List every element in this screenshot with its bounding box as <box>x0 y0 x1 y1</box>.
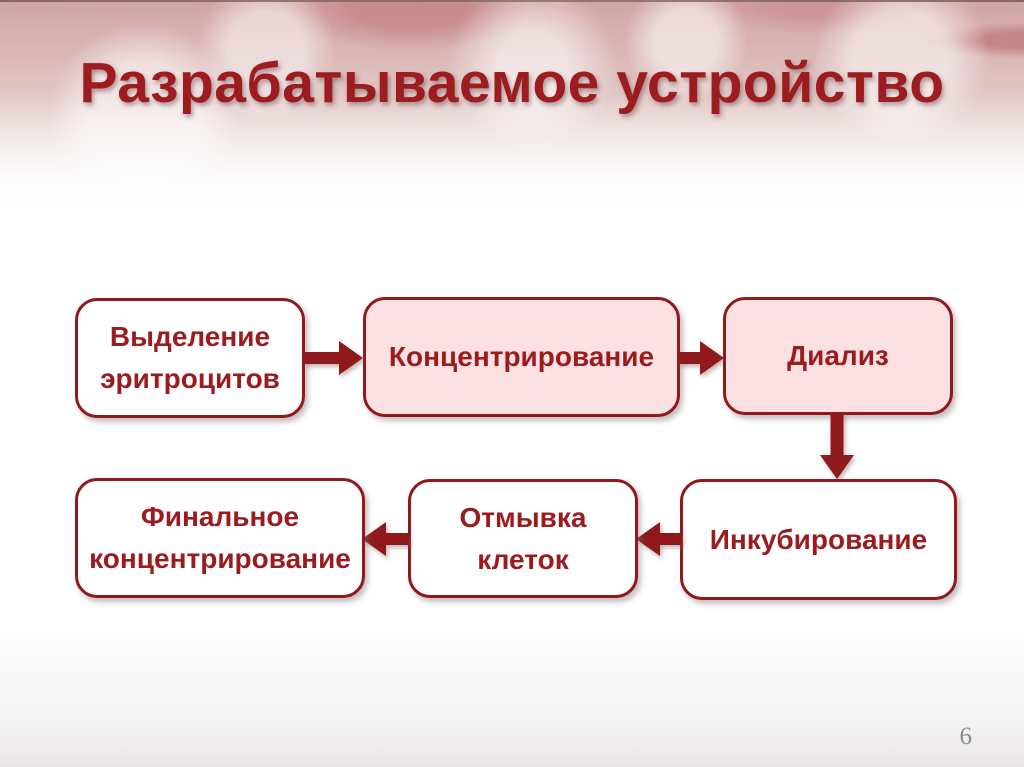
node-label: Выделение эритроцитов <box>100 321 280 394</box>
page-number: 6 <box>959 723 973 750</box>
node-label: Отмывка клеток <box>459 501 587 575</box>
arrow-shaft <box>382 533 409 545</box>
node-label: Инкубирование <box>709 523 928 555</box>
header-background <box>0 0 1024 225</box>
footer-fade <box>0 627 1024 767</box>
slide-title: Разрабатываемое устройство <box>79 51 945 115</box>
node-label: Финальное концентрирование <box>89 501 351 574</box>
arrow-head <box>700 341 724 375</box>
arrow-head <box>820 455 854 479</box>
arrow-down-icon-dialysis-to-incubation <box>820 412 854 479</box>
flow-node-isolation: Выделение эритроцитов <box>75 298 305 418</box>
flow-node-incubation: Инкубирование <box>680 479 957 600</box>
node-label: Диализ <box>787 340 889 371</box>
flow-node-cell-washing: Отмывка клеток <box>408 479 638 598</box>
header-top-line <box>0 0 1024 2</box>
node-label: Концентрирование <box>388 341 655 372</box>
arrow-right-icon-isolation-to-concentration <box>303 340 363 376</box>
arrow-shaft <box>678 352 704 364</box>
arrow-left-icon-incubation-to-cell-washing <box>636 521 682 557</box>
flow-node-dialysis: Диализ <box>723 297 953 415</box>
arrow-right-icon-concentration-to-dialysis <box>678 340 724 376</box>
flow-node-concentration: Концентрирование <box>363 297 680 417</box>
arrow-head <box>636 522 660 556</box>
arrow-head <box>362 522 386 556</box>
arrow-shaft <box>303 352 343 364</box>
arrow-shaft <box>830 412 844 458</box>
flow-node-final-concentration: Финальное концентрирование <box>75 478 365 598</box>
arrow-shaft <box>656 533 682 545</box>
arrow-head <box>339 341 363 375</box>
arrow-left-icon-cell-washing-to-final-concentration <box>362 521 409 557</box>
